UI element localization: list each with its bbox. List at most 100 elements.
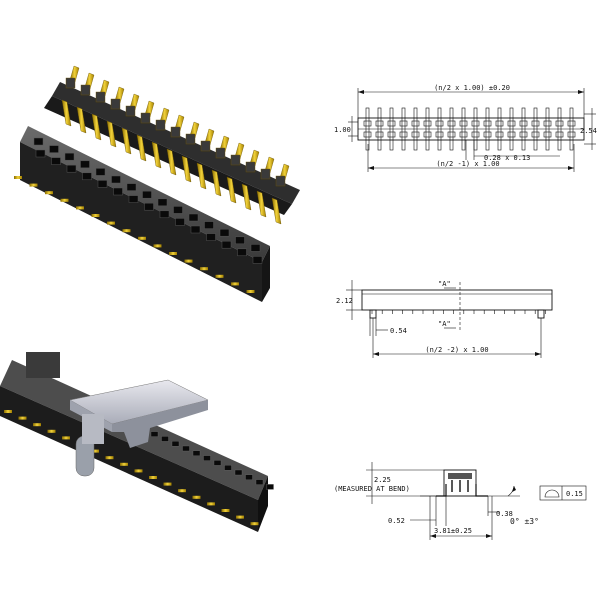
socket-hole-row2 <box>113 187 123 196</box>
socket-tail <box>200 267 208 271</box>
socket-tail <box>107 221 115 225</box>
pin-pitch-label: 1.00 <box>334 126 351 134</box>
socket-tail <box>246 290 255 293</box>
socket-tail <box>215 274 224 278</box>
socket-hole-row1 <box>95 168 106 176</box>
top-view-pin <box>413 107 418 151</box>
socket2-tail <box>4 410 12 413</box>
socket-hole-row2 <box>82 172 92 181</box>
socket-hole-row2 <box>66 164 77 173</box>
top-view-contact <box>411 131 420 138</box>
socket-tail <box>60 198 69 202</box>
gold-pin-bottom <box>211 169 222 197</box>
pin-housing-block <box>125 105 136 117</box>
top-view-contact <box>471 120 480 127</box>
top-view-contact <box>483 131 492 138</box>
gold-pin-bottom <box>241 183 252 211</box>
socket-hole-row2 <box>221 240 232 249</box>
gold-pin-bottom <box>136 134 147 162</box>
socket-hole-row2 <box>51 157 61 165</box>
top-view-contact <box>519 131 528 138</box>
socket2-tail <box>120 462 128 466</box>
top-view-contact <box>387 120 396 127</box>
pin-housing-block <box>215 147 226 159</box>
socket-hole-row1 <box>80 160 90 169</box>
socket-tail <box>122 229 131 233</box>
socket-hole-row2 <box>144 202 154 211</box>
socket2-hole <box>245 474 253 480</box>
female-socket <box>14 126 270 302</box>
socket2-tail <box>163 482 172 486</box>
socket-hole-row1 <box>219 228 230 237</box>
gold-pin-bottom <box>91 113 102 141</box>
top-view-contact <box>435 131 444 138</box>
top-view-contact <box>555 120 564 127</box>
socket-tail <box>184 259 193 263</box>
top-view-pin <box>533 107 538 151</box>
pin-housing-block <box>275 175 286 187</box>
top-view-contact <box>543 131 552 138</box>
socket2-tail <box>47 429 56 433</box>
socket2-hole <box>213 460 222 466</box>
socket2-tail <box>221 509 230 512</box>
pin-housing-block <box>155 119 166 131</box>
top-view-pin <box>497 107 502 151</box>
gold-pin-bottom <box>226 176 237 204</box>
socket2-hole <box>192 450 201 456</box>
top-view-pin <box>461 107 466 151</box>
top-view-pin <box>485 107 490 151</box>
top-view-contact <box>507 120 516 127</box>
socket-tail <box>29 183 38 187</box>
male-pin-header <box>44 65 300 225</box>
gold-pin-bottom <box>166 148 177 176</box>
top-view-pin <box>569 107 574 151</box>
top-view-contact <box>495 120 504 127</box>
top-view-pin <box>389 107 394 151</box>
top-view-contact <box>375 120 384 127</box>
post-span-label: (n/2 -2) x 1.00 <box>425 346 488 354</box>
top-view-contact <box>375 131 384 138</box>
socket2-hole <box>171 441 180 447</box>
top-view-pin <box>521 107 526 151</box>
top-view-contact <box>567 131 576 138</box>
top-view-pin <box>377 107 382 151</box>
flatness-value: 0.15 <box>566 490 583 498</box>
top-view-contact <box>411 120 420 127</box>
socket-hole-row1 <box>111 175 121 184</box>
socket-hole-row1 <box>126 183 137 191</box>
top-view-contact <box>531 120 540 127</box>
pin-housing-block <box>170 126 181 138</box>
socket-hole-row1 <box>64 152 75 161</box>
tail-offset-label: 0.52 <box>388 517 405 525</box>
socket-hole-row1 <box>235 236 245 245</box>
pin-width-label: 0.28 x 0.13 <box>484 154 530 162</box>
socket-hole-row1 <box>157 198 168 207</box>
top-view-contact <box>423 131 432 138</box>
socket2-tail <box>149 476 157 479</box>
socket-tail <box>91 214 100 217</box>
pin-housing-block <box>245 161 256 173</box>
top-view-contact <box>471 131 480 138</box>
overall-length-label: (n/2 x 1.00) ±0.20 <box>434 84 510 92</box>
row-width-label: 2.54 <box>580 127 597 135</box>
section-mark-bottom: "A" <box>438 320 451 328</box>
top-view-contact <box>363 120 372 127</box>
post-diameter-label: 0.54 <box>390 327 407 335</box>
top-view-pin <box>545 107 550 151</box>
socket-hole-row1 <box>49 145 59 153</box>
socket-hole-row1 <box>250 244 261 252</box>
top-view-contact <box>363 131 372 138</box>
socket-hole-row2 <box>237 248 247 257</box>
socket-tail <box>153 244 162 248</box>
socket-tail <box>231 282 239 286</box>
top-view-contact <box>447 120 456 127</box>
socket2-tail <box>207 502 215 506</box>
socket-hole-row2 <box>128 195 139 203</box>
socket-tail <box>14 176 22 179</box>
socket-tail <box>138 236 146 240</box>
gold-pin-bottom <box>196 162 207 190</box>
socket2-tail <box>62 436 70 440</box>
top-view-contact <box>543 120 552 127</box>
